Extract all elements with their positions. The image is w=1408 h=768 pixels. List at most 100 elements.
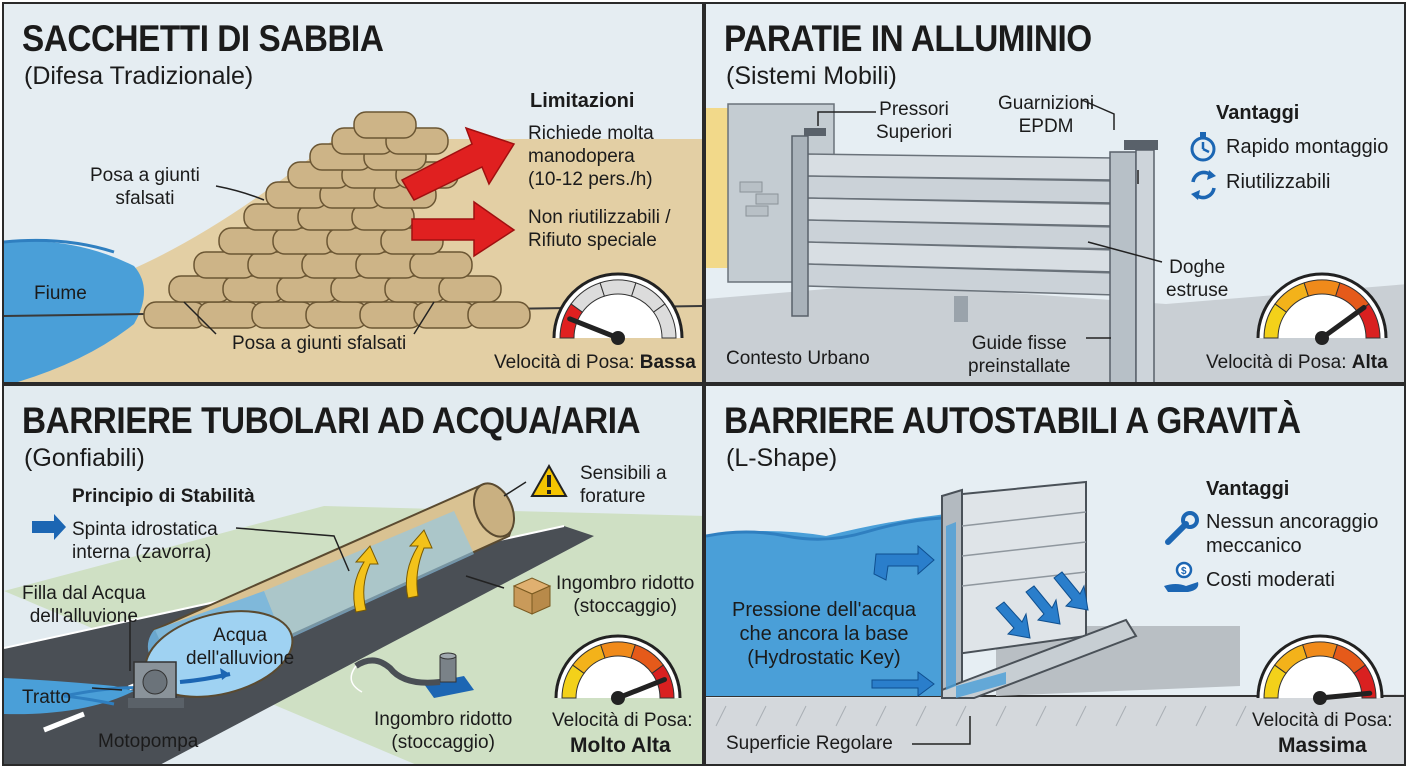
gauge-segment [1302,641,1338,659]
gauge-needle [1317,690,1373,701]
pressure-arrows [871,544,1089,697]
advantages-icons: $ [1164,511,1199,592]
limitation-waste: Non riutilizzabili /Rifiuto speciale [528,207,671,251]
sandbag [218,227,282,255]
reduced-storage-bottom-label: Ingombro ridotto(stoccaggio) [374,709,513,753]
speed-value: Alta [1351,352,1388,373]
panel-lshape: $ BARRIERE AUTOSTABILI A GRAVITÀ (L-Shap… [704,384,1406,766]
panel-title: SACCHETTI DI SABBIA [22,18,384,59]
speed-value: Massima [1278,734,1367,757]
coin-hand-icon: $ [1164,561,1199,592]
river-label: Fiume [34,283,87,304]
sandbag [168,275,232,303]
sandbag [413,301,477,329]
sandbag [353,111,417,139]
panel-aluminium: PARATIE IN ALLUMINIO (Sistemi Mobili) Pr… [704,2,1406,384]
panel-tubular: BARRIERE TUBOLARI AD ACQUA/ARIA (Gonfiab… [2,384,704,766]
gauge-needle [567,316,621,341]
gauge-segment [1356,303,1381,339]
tube-illustration [4,463,702,764]
speed-gauge [552,272,684,345]
aluminium-illustration [706,99,1404,382]
sandbag [272,227,336,255]
sandbag [384,275,448,303]
svg-text:$: $ [1181,566,1187,577]
limitation-arrows [400,126,516,258]
gauge-segment [1353,664,1377,699]
gauge-segment [1303,279,1341,297]
speed-value: Molto Alta [570,734,671,757]
reduced-storage-label: Ingombro ridotto(stoccaggio) [556,573,695,617]
speed-label: Velocità di Posa: [552,710,693,731]
motor-pump [128,661,184,708]
panel-sandbags: SACCHETTI DI SABBIA (Difesa Tradizionale… [2,2,704,384]
sandbag [251,301,315,329]
brick-wall [739,181,779,217]
advantage-reusable: Riutilizzabili [1226,171,1331,193]
sandbag [222,275,286,303]
sandbag [355,251,419,279]
panel-subtitle: (L-Shape) [726,444,838,472]
sandbag [467,301,531,329]
speed-label: Velocità di Posa: Alta [1206,352,1388,373]
gauge-segment [599,279,637,297]
panel-subtitle: (Sistemi Mobili) [726,62,897,90]
stopwatch-icon [1190,132,1216,162]
sandbag [330,275,394,303]
panel-title: BARRIERE AUTOSTABILI A GRAVITÀ [724,400,1301,441]
panel-subtitle: (Gonfiabili) [24,444,145,472]
sandbag [305,301,369,329]
sandbag [409,251,473,279]
sandbag [247,251,311,279]
principle-heading: Principio di Stabilità [72,486,255,507]
speed-value: Bassa [639,352,696,373]
speed-label: Velocità di Posa: [1252,710,1393,731]
speed-gauge [1256,634,1384,705]
limitations-heading: Limitazioni [530,90,635,112]
gauge-segment [652,303,677,339]
stretch-label: Tratto [22,687,71,708]
panel-title: PARATIE IN ALLUMINIO [724,18,1092,59]
aluminium-planks [805,153,1117,296]
advantages-heading: Vantaggi [1206,478,1290,500]
sandbag [326,227,390,255]
sandbag [197,301,261,329]
sandbag-illustration [4,111,702,382]
box-icon [512,577,552,615]
motor-pump-label: Motopompa [98,731,199,752]
advantages-heading: Vantaggi [1216,102,1300,124]
advantage-quick-assembly: Rapido montaggio [1226,136,1389,158]
flat-surface-label: Superficie Regolare [726,733,893,754]
sandbag [438,275,502,303]
gauge-needle [1319,304,1367,341]
principle-arrow-icon [32,514,66,540]
gauge-segment [600,641,636,659]
speed-label: Velocità di Posa: Bassa [494,352,696,373]
advantage-moderate-cost: Costi moderati [1206,569,1335,591]
panel-subtitle: (Difesa Tradizionale) [24,62,254,90]
lshape-illustration: $ [706,480,1404,764]
gauge-needle [615,677,667,701]
urban-context-label: Contesto Urbano [726,348,870,369]
wrench-icon [1165,511,1199,545]
sandbag [276,275,340,303]
sandbag [301,251,365,279]
sandbag [359,301,423,329]
advantages-icons [1190,132,1216,200]
speed-gauge [554,634,682,705]
sandbag [193,251,257,279]
speed-gauge [1256,272,1388,345]
